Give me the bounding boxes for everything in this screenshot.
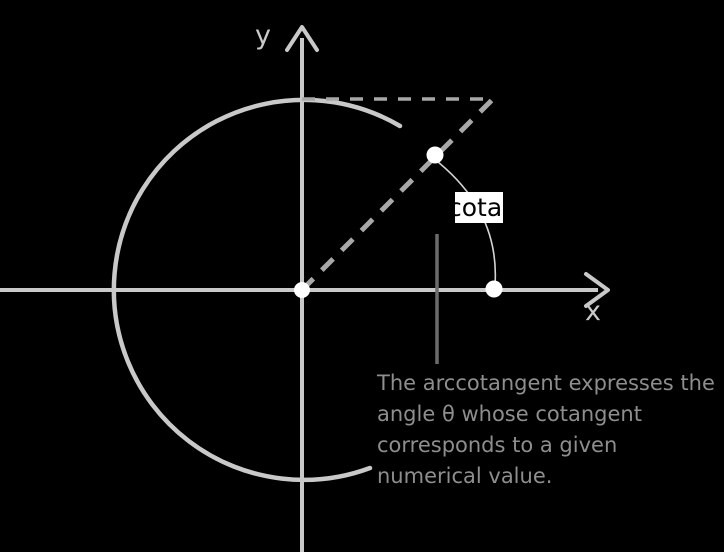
y-axis-label: y (255, 20, 271, 51)
angle-label-highlight: cota (455, 192, 503, 223)
point-on-x-axis (485, 280, 503, 298)
dashed-terminal-ray (300, 96, 496, 292)
angle-label-text: cota (455, 193, 503, 222)
point-on-circle (426, 146, 444, 164)
unit-circle-arc-main (111, 97, 403, 483)
caption-text: The arccotangent expresses the angle θ w… (377, 371, 722, 488)
x-axis-arrowhead (584, 272, 610, 308)
x-axis-label: x (585, 296, 601, 327)
y-axis-arrowhead (285, 25, 319, 52)
origin-point (294, 282, 310, 298)
